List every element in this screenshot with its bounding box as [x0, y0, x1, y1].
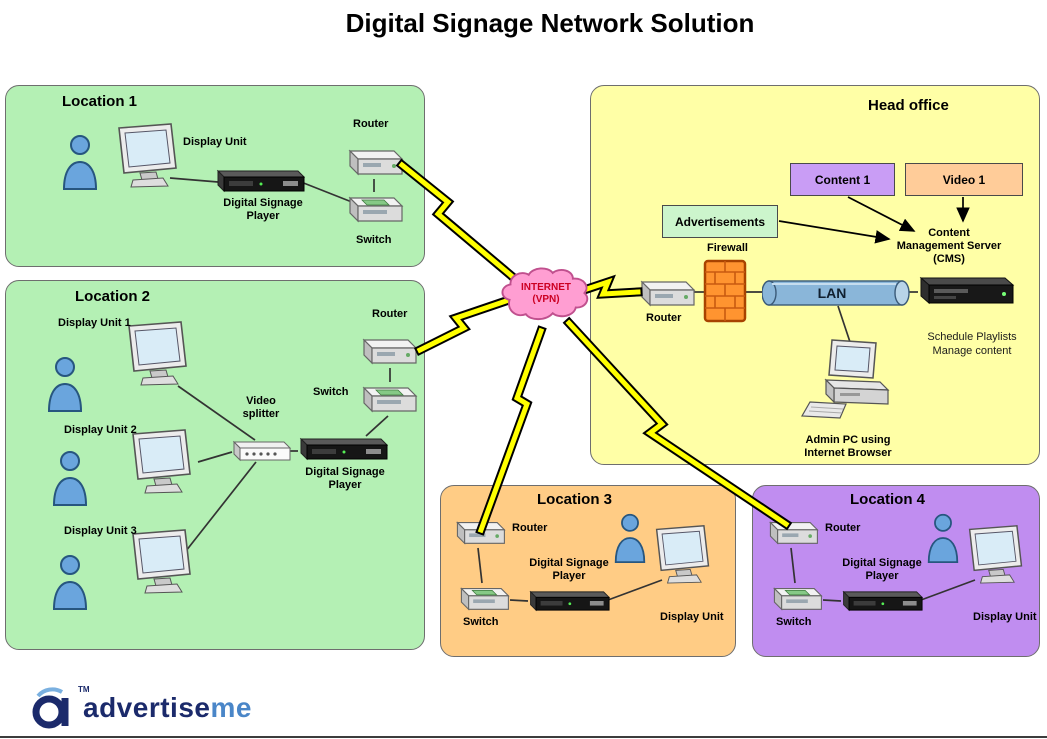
- location2-switch-icon: [358, 382, 420, 416]
- advertisements-box: Advertisements: [662, 205, 778, 238]
- location2-video-splitter-icon: [230, 439, 292, 463]
- location2-video-splitter-label: Video splitter: [242, 395, 280, 421]
- location4-player-label: Digital Signage Player: [842, 557, 922, 583]
- brand-logo-mark-icon: [32, 687, 69, 729]
- tm-superscript: TM: [78, 685, 90, 694]
- location2-switch-label: Switch: [313, 386, 349, 398]
- content1-box: Content 1: [790, 163, 895, 196]
- internet-cloud: INTERNET (VPN): [498, 264, 594, 326]
- location2-person1-icon: [45, 356, 85, 412]
- location2-player-label: Digital Signage Player: [305, 466, 385, 492]
- brand-name-part2: me: [210, 692, 252, 723]
- server-note: Schedule Playlists Manage content: [927, 331, 1017, 358]
- location3-title: Location 3: [537, 491, 613, 508]
- firewall-label: Firewall: [707, 242, 748, 254]
- location2-person2-icon: [50, 450, 90, 506]
- location2-router-icon: [358, 334, 420, 368]
- page-title: Digital Signage Network Solution: [345, 8, 755, 38]
- location4-router-label: Router: [825, 522, 861, 534]
- location1-player-icon: [213, 168, 305, 194]
- firewall-icon: [702, 258, 748, 324]
- location4-switch-label: Switch: [776, 616, 812, 628]
- cms-label: Content Management Server (CMS): [896, 227, 1002, 266]
- location2-title: Location 2: [75, 288, 151, 305]
- admin-pc-label: Admin PC using Internet Browser: [804, 434, 892, 460]
- location2-display-unit2-icon: [126, 428, 198, 494]
- location2-player-icon: [296, 436, 388, 462]
- location4-switch-icon: [769, 583, 825, 614]
- location1-switch-icon: [344, 192, 406, 226]
- cms-server-icon: [916, 275, 1016, 307]
- location2-router-label: Router: [372, 308, 408, 320]
- location2-person3-icon: [50, 554, 90, 610]
- admin-pc-icon: [800, 338, 896, 422]
- lightning-bolt-2: [413, 295, 512, 357]
- location4-person-icon: [925, 513, 961, 563]
- location3-player-label: Digital Signage Player: [529, 557, 609, 583]
- location1-person-icon: [60, 134, 100, 190]
- location1-title: Location 1: [62, 93, 138, 110]
- location3-display-unit-icon: [650, 524, 716, 584]
- location1-display-unit-icon: [112, 122, 184, 188]
- location2-display-unit2-label: Display Unit 2: [64, 424, 137, 436]
- location3-router-label: Router: [512, 522, 548, 534]
- lan-label: LAN: [818, 285, 847, 301]
- head-office-router-label: Router: [646, 312, 682, 324]
- location1-switch-label: Switch: [356, 234, 392, 246]
- location3-switch-icon: [456, 583, 512, 614]
- location1-router-icon: [344, 145, 406, 179]
- location1-player-label: Digital Signage Player: [223, 197, 303, 223]
- location3-player-icon: [526, 589, 610, 613]
- video1-box: Video 1: [905, 163, 1023, 196]
- lan-cylinder: LAN: [762, 280, 910, 306]
- location1-display-unit-label: Display Unit: [183, 136, 247, 148]
- location4-display-unit-label: Display Unit: [973, 611, 1037, 623]
- location3-person-icon: [612, 513, 648, 563]
- location4-display-unit-icon: [963, 524, 1029, 584]
- brand-name-part1: advertise: [83, 692, 211, 723]
- location2-display-unit1-label: Display Unit 1: [58, 317, 131, 329]
- location4-router-icon: [765, 517, 821, 548]
- location4-player-icon: [839, 589, 923, 613]
- location3-router-icon: [452, 517, 508, 548]
- head-office-title: Head office: [868, 97, 949, 114]
- location1-router-label: Router: [353, 118, 389, 130]
- location3-switch-label: Switch: [463, 616, 499, 628]
- location4-title: Location 4: [850, 491, 926, 508]
- location2-display-unit3-icon: [126, 528, 198, 594]
- internet-cloud-label: INTERNET (VPN): [521, 282, 571, 305]
- head-office-router-icon: [636, 276, 698, 310]
- location2-display-unit1-icon: [122, 320, 194, 386]
- location3-display-unit-label: Display Unit: [660, 611, 724, 623]
- bottom-border-line: [0, 736, 1047, 738]
- location2-display-unit3-label: Display Unit 3: [64, 525, 137, 537]
